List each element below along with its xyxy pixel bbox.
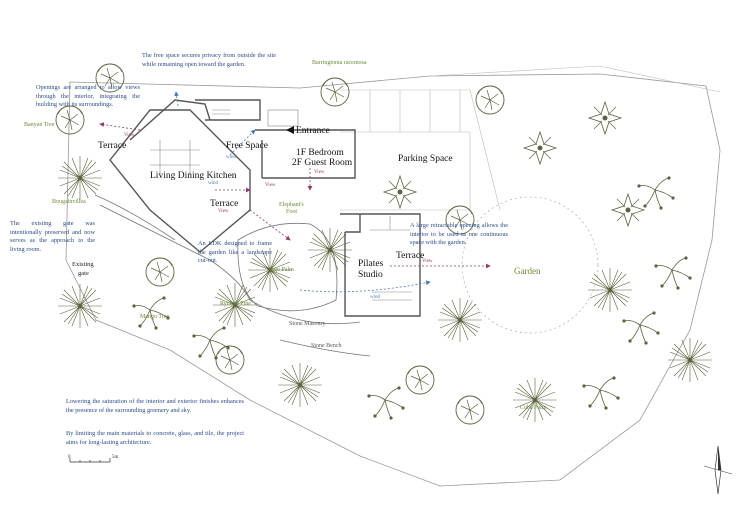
building-detail [150,109,412,301]
annotation-materials: By limiting the main materials to concre… [66,430,244,446]
room-entrance: Entrance [296,126,330,136]
room-terrace-center: Terrace [210,199,238,209]
room-terrace-right: Terrace [396,251,424,261]
room-existing-gate-line1: Existing [72,261,94,268]
room-terrace-left: Terrace [98,141,126,151]
tree-icon [366,385,406,421]
wind-arrows [174,91,431,293]
view-marker: View [422,259,433,264]
room-pilates-line2: Studio [358,270,383,280]
label-elephants-foot-1: Elephant's [279,202,304,208]
palm-icon [587,267,633,313]
room-bedroom-line2: 2F Guest Room [292,158,353,168]
label-barringtonia: Barringtonia racemosa [312,60,367,66]
palm-icon [512,377,558,423]
label-mango: Mango Tree [140,314,170,320]
palm-icon [437,297,483,343]
landscape-curves [94,194,371,357]
tree-icon [588,101,622,135]
palm-icon [667,337,713,383]
room-existing-gate-line2: gate [78,270,89,277]
wind-marker: wind [208,181,219,186]
tree-icon [581,375,621,411]
scale-bar-start: 0 [68,455,71,460]
tree-icon [621,310,661,346]
label-elephants-foot-2: Foot [286,209,297,215]
annotation-gate: The existing gate was intentionally pres… [10,220,95,253]
tree-icon [191,325,231,361]
garden-label: Garden [514,266,541,276]
view-marker: View [218,209,229,214]
palm-icon [57,283,103,329]
annotation-openings: Openings are arranged to allow views thr… [36,84,140,109]
label-bougainvillea: Bougainvillea [52,199,86,205]
label-stone-bench: Stone Bench [311,343,342,349]
label-banyan: Banyan Tree [24,122,55,128]
view-marker: View [314,170,325,175]
tree-icon [131,295,171,331]
entrance-arrow-icon [286,126,294,134]
scale-bar: 0 5m [68,455,119,463]
tree-icon [475,85,505,115]
view-marker: View [265,183,276,188]
wind-marker: wind [226,155,237,160]
parking-grid [340,89,501,211]
room-living: Living Dining Kitchen [150,171,237,181]
tree-icon [215,345,245,375]
tree-icon [455,395,485,425]
garden-lawn-outline [461,196,599,334]
room-free-space: Free Space [226,141,268,151]
tree-icon [405,365,435,395]
site-boundary [65,65,721,487]
room-parking: Parking Space [398,154,453,164]
tree-icon [611,193,645,227]
wind-marker: wind [370,295,381,300]
label-sago: Sago Palm [268,267,294,273]
room-pilates-line1: Pilates [358,259,384,269]
tree-icon [320,77,350,107]
north-arrow-icon [703,445,733,495]
view-arrows [99,122,491,269]
room-bedroom-line1: 1F Bedroom [296,148,344,158]
label-cuba: Cuba Palm [520,405,547,411]
palm-icon [307,227,353,273]
tree-icon [145,257,175,287]
tree-icon [653,255,693,291]
annotation-saturation: Lowering the saturation of the interior … [66,398,244,414]
view-marker: View [124,133,135,138]
annotation-retractable: A large retractable opening allows the i… [410,222,508,247]
scale-bar-end: 5m [112,455,119,460]
palm-icon [277,362,323,408]
label-ryukyu: Ryukyu Pine [220,301,251,307]
annotation-ldk: An LDK designed to frame the garden like… [198,240,272,265]
tree-icon [55,105,85,135]
tree-icon [383,175,417,209]
building-walls [109,99,421,317]
tree-icon [636,175,676,211]
label-stone-masonry: Stone Masonry [289,321,326,327]
tree-icon [523,131,557,165]
annotation-free-space: The free space secures privacy from outs… [142,52,276,68]
palm-icon [57,155,103,201]
